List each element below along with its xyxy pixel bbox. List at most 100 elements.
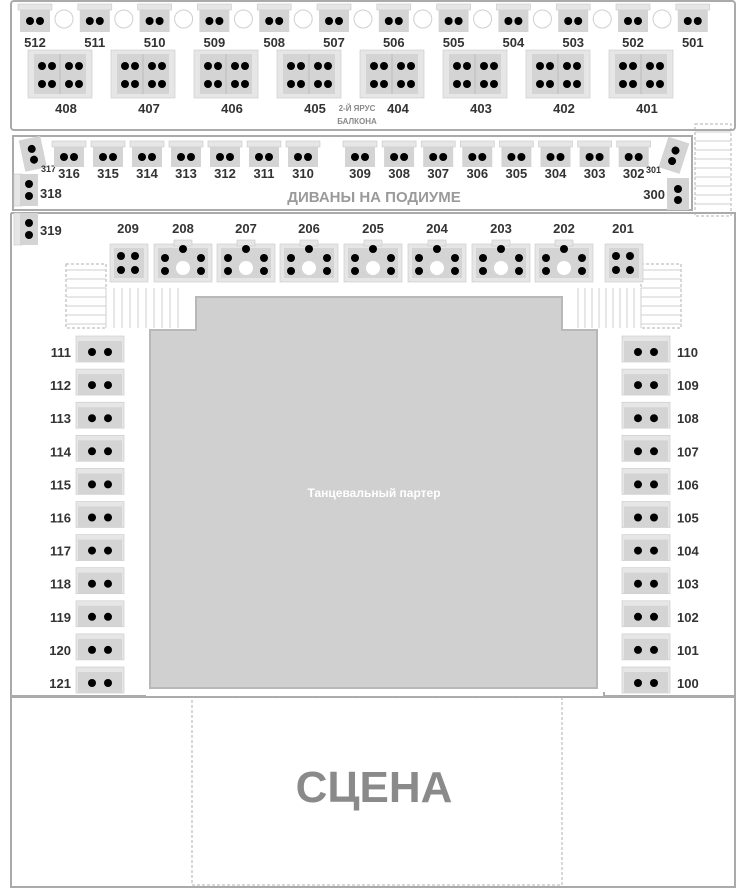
seat-109-b[interactable] bbox=[650, 381, 658, 390]
seat-318-b[interactable] bbox=[25, 192, 33, 200]
seat-208-0[interactable] bbox=[161, 254, 169, 262]
seat-315-b[interactable] bbox=[109, 153, 117, 161]
seat-511-a[interactable] bbox=[85, 17, 94, 25]
seat-314-b[interactable] bbox=[148, 153, 156, 161]
booth-507[interactable]: 507 bbox=[316, 3, 352, 50]
sofa-314[interactable]: 314 bbox=[129, 140, 165, 181]
seat-504-a[interactable] bbox=[504, 17, 513, 25]
seat-300-a[interactable] bbox=[674, 185, 682, 193]
seat-403-r3[interactable] bbox=[490, 80, 498, 88]
seat-402-r0[interactable] bbox=[563, 62, 571, 70]
seat-207-2[interactable] bbox=[260, 254, 268, 262]
seat-502-a[interactable] bbox=[624, 17, 632, 25]
table-101[interactable]: 101 bbox=[621, 633, 699, 661]
seat-408-r3[interactable] bbox=[75, 80, 83, 88]
seat-505-a[interactable] bbox=[444, 17, 453, 25]
table-207[interactable]: 207 bbox=[216, 221, 276, 283]
seat-501-a[interactable] bbox=[683, 17, 692, 25]
seat-402-l2[interactable] bbox=[546, 62, 554, 70]
seat-116-a[interactable] bbox=[88, 513, 96, 522]
table-107[interactable]: 107 bbox=[621, 434, 699, 462]
seat-405-r3[interactable] bbox=[324, 80, 332, 88]
seat-119-a[interactable] bbox=[88, 612, 96, 621]
booth-504[interactable]: 504 bbox=[496, 3, 531, 50]
seat-308-b[interactable] bbox=[400, 153, 409, 161]
seat-206-3[interactable] bbox=[323, 267, 331, 275]
seat-208-top[interactable] bbox=[179, 245, 187, 253]
seat-305-b[interactable] bbox=[517, 153, 526, 161]
sofa-303[interactable]: 303 bbox=[577, 140, 612, 181]
table-111[interactable]: 111 bbox=[51, 335, 125, 363]
seat-206-1[interactable] bbox=[287, 267, 295, 275]
seat-406-r0[interactable] bbox=[231, 62, 239, 70]
seat-316-a[interactable] bbox=[60, 153, 68, 161]
seat-506-b[interactable] bbox=[394, 17, 403, 25]
seat-103-a[interactable] bbox=[634, 579, 642, 588]
seat-505-b[interactable] bbox=[454, 17, 463, 25]
seat-209-2[interactable] bbox=[131, 252, 139, 260]
seat-401-l1[interactable] bbox=[619, 80, 627, 88]
seat-408-r2[interactable] bbox=[75, 62, 83, 70]
seat-403-r1[interactable] bbox=[480, 80, 488, 88]
table-110[interactable]: 110 bbox=[621, 335, 698, 363]
seat-501-b[interactable] bbox=[693, 17, 702, 25]
seat-405-r1[interactable] bbox=[314, 80, 322, 88]
table-105[interactable]: 105 bbox=[621, 501, 699, 528]
seat-104-a[interactable] bbox=[634, 546, 642, 555]
seat-404-l0[interactable] bbox=[370, 62, 378, 70]
seat-202-0[interactable] bbox=[542, 254, 550, 262]
seat-101-a[interactable] bbox=[634, 645, 642, 654]
seat-203-0[interactable] bbox=[479, 254, 487, 262]
seat-300-b[interactable] bbox=[674, 196, 682, 204]
seat-402-r2[interactable] bbox=[573, 62, 581, 70]
seat-401-r2[interactable] bbox=[656, 62, 664, 70]
booth-403[interactable]: 403 bbox=[442, 49, 508, 116]
seat-315-a[interactable] bbox=[99, 153, 107, 161]
table-109[interactable]: 109 bbox=[621, 368, 699, 396]
seat-407-r1[interactable] bbox=[148, 80, 156, 88]
seat-402-l1[interactable] bbox=[536, 80, 544, 88]
table-202[interactable]: 202 bbox=[534, 221, 594, 283]
seat-408-l2[interactable] bbox=[48, 62, 56, 70]
seat-107-a[interactable] bbox=[634, 447, 642, 456]
seat-113-b[interactable] bbox=[104, 414, 112, 423]
table-113[interactable]: 113 bbox=[50, 401, 125, 429]
table-106[interactable]: 106 bbox=[621, 468, 699, 495]
seat-204-3[interactable] bbox=[451, 267, 459, 275]
booth-406[interactable]: 406 bbox=[193, 49, 259, 116]
seat-107-b[interactable] bbox=[650, 447, 658, 456]
booth-506[interactable]: 506 bbox=[376, 3, 412, 50]
seat-310-b[interactable] bbox=[304, 153, 312, 161]
seat-302-a[interactable] bbox=[624, 153, 633, 161]
seat-507-a[interactable] bbox=[325, 17, 333, 25]
seat-401-r0[interactable] bbox=[646, 62, 654, 70]
seat-406-l1[interactable] bbox=[204, 80, 212, 88]
seat-403-r0[interactable] bbox=[480, 62, 488, 70]
seat-512-b[interactable] bbox=[36, 17, 44, 25]
seat-205-3[interactable] bbox=[387, 267, 395, 275]
table-115[interactable]: 115 bbox=[50, 468, 125, 495]
seat-114-b[interactable] bbox=[104, 447, 112, 456]
seat-121-b[interactable] bbox=[104, 679, 112, 687]
sofa-302[interactable]: 302 bbox=[616, 140, 652, 181]
sofa-318[interactable]: 318 bbox=[13, 173, 62, 207]
booth-511[interactable]: 511 bbox=[77, 3, 113, 50]
seat-309-a[interactable] bbox=[351, 153, 359, 161]
seat-405-r0[interactable] bbox=[314, 62, 322, 70]
seat-406-l2[interactable] bbox=[214, 62, 222, 70]
seat-313-a[interactable] bbox=[177, 153, 185, 161]
seat-204-1[interactable] bbox=[415, 267, 423, 275]
seat-508-b[interactable] bbox=[275, 17, 284, 25]
booth-505[interactable]: 505 bbox=[436, 3, 471, 50]
table-121[interactable]: 121 bbox=[49, 666, 125, 694]
seat-306-b[interactable] bbox=[478, 153, 487, 161]
seat-111-a[interactable] bbox=[88, 348, 96, 356]
sofa-319[interactable]: 319 bbox=[13, 212, 62, 246]
seat-401-l2[interactable] bbox=[629, 62, 637, 70]
booth-408[interactable]: 408 bbox=[27, 49, 93, 116]
sofa-308[interactable]: 308 bbox=[381, 140, 417, 181]
seat-503-b[interactable] bbox=[574, 17, 583, 25]
seat-208-1[interactable] bbox=[161, 267, 169, 275]
seat-403-l3[interactable] bbox=[463, 80, 471, 88]
seat-407-l3[interactable] bbox=[131, 80, 139, 88]
